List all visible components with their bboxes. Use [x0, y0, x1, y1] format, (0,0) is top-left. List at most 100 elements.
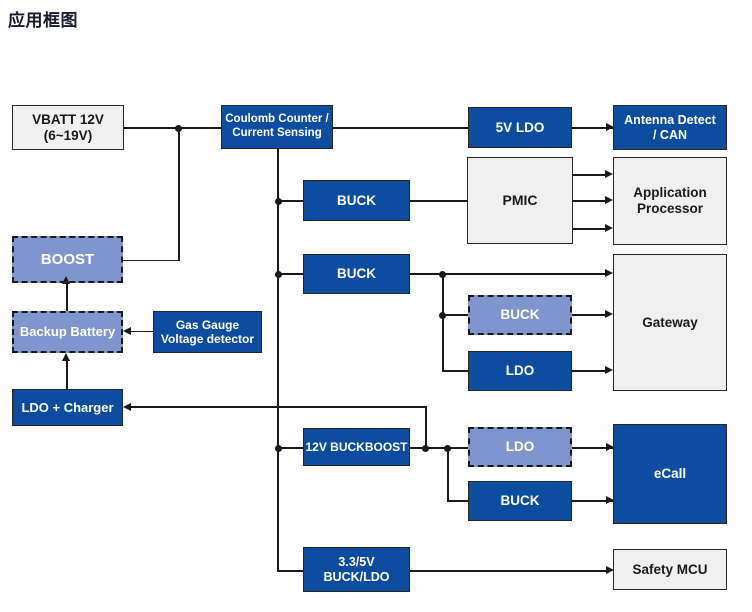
node-vbatt-line1: VBATT 12V: [32, 111, 104, 127]
node-antenna-detect-can[interactable]: Antenna Detect / CAN: [613, 105, 727, 150]
page-title: 应用框图: [8, 11, 78, 30]
arrow-battery-to-boost: [62, 276, 70, 284]
node-coulomb-counter-line2: Current Sensing: [232, 127, 322, 139]
wire-charger-to-battery: [66, 360, 68, 390]
wire-branch-to-buckgwsub: [442, 314, 469, 316]
wire-coulomb-to-5vldo: [333, 127, 469, 129]
node-ecall-label: eCall: [653, 466, 687, 482]
wire-boost-feed: [123, 259, 179, 262]
wire-branch-to-buck-ecall: [447, 500, 470, 502]
wire-feedback-left: [130, 406, 427, 408]
junction-buckboost: [274, 444, 282, 452]
node-application-processor-line1: Application: [633, 185, 707, 201]
junction-gateway-branch: [439, 270, 446, 278]
node-antenna-detect-line2: / CAN: [652, 127, 688, 142]
wire-buckldo-to-safetymcu: [410, 570, 610, 572]
node-gas-gauge-line1: Gas Gauge: [175, 317, 240, 332]
wire-gasgauge-to-battery: [130, 330, 155, 333]
node-ldo-charger-label: LDO + Charger: [21, 399, 114, 415]
wire-feedback-up: [425, 406, 427, 447]
wire-pmic-to-ap-3: [573, 228, 608, 230]
node-gateway-label: Gateway: [642, 314, 698, 330]
arrow-buckgwsub-to-gateway: [605, 310, 613, 318]
node-buck-gateway[interactable]: BUCK: [303, 254, 410, 294]
wire-vbatt-down-to-boost: [178, 127, 180, 261]
node-vbatt-line2: (6~19V): [43, 127, 93, 143]
arrow-ldogwsub-to-gateway: [605, 366, 613, 374]
node-ecall[interactable]: eCall: [613, 424, 727, 524]
wire-ldoecall-to-ecall: [571, 447, 613, 449]
wire-buckboost-out: [410, 447, 470, 449]
node-buckboost-12v-label: 12V BUCKBOOST: [305, 439, 408, 454]
arrow-feedback-to-charger: [123, 402, 131, 411]
node-safety-mcu[interactable]: Safety MCU: [613, 549, 727, 590]
node-buck-ecall-sub[interactable]: BUCK: [468, 481, 572, 521]
wire-buckgwsub-to-gateway: [571, 314, 608, 316]
wire-ecall-branch-down: [447, 447, 449, 501]
junction-ecall-branch: [444, 444, 451, 452]
node-ldo-charger[interactable]: LDO + Charger: [12, 389, 123, 426]
junction-buck-gateway: [274, 270, 282, 278]
junction-buckboost-out: [422, 444, 429, 452]
node-pmic[interactable]: PMIC: [467, 157, 573, 244]
node-ldo-gateway-sub-label: LDO: [505, 363, 535, 379]
node-buck-gateway-label: BUCK: [337, 266, 376, 282]
arrow-ldoecall-to-ecall: [606, 443, 614, 451]
node-buck-pmic-label: BUCK: [337, 192, 376, 208]
junction-buckgwsub: [439, 311, 446, 319]
arrow-gasgauge-to-battery: [123, 327, 131, 335]
arrow-buckgw-to-gateway: [605, 269, 613, 277]
wire-trunk-to-buck-gateway: [277, 273, 304, 275]
node-coulomb-counter[interactable]: Coulomb Counter / Current Sensing: [221, 105, 333, 149]
node-buck-ldo-33-5v-line1: 3.3/5V: [338, 554, 375, 569]
node-5v-ldo-label: 5V LDO: [495, 119, 545, 135]
junction-buck-pmic: [274, 197, 282, 205]
node-boost-label: BOOST: [40, 250, 95, 268]
arrow-buckldo-to-safetymcu: [606, 566, 614, 574]
wire-battery-to-boost: [66, 283, 68, 313]
node-antenna-detect-line1: Antenna Detect: [624, 112, 716, 127]
node-5v-ldo[interactable]: 5V LDO: [468, 107, 572, 148]
node-gateway[interactable]: Gateway: [613, 254, 727, 391]
node-gas-gauge-line2: Voltage detector: [160, 332, 255, 346]
node-vbatt[interactable]: VBATT 12V (6~19V): [12, 105, 124, 150]
wire-trunk-to-buckboost: [277, 447, 304, 449]
node-ldo-ecall-sub-label: LDO: [505, 439, 535, 455]
node-buck-gateway-sub-label: BUCK: [500, 307, 540, 323]
node-application-processor-line2: Processor: [636, 201, 704, 216]
wire-buck-to-pmic: [410, 200, 468, 202]
node-backup-battery[interactable]: Backup Battery: [12, 311, 123, 353]
wire-pmic-to-ap-1: [573, 174, 608, 176]
node-application-processor[interactable]: Application Processor: [613, 157, 727, 245]
node-backup-battery-label: Backup Battery: [19, 324, 116, 340]
wire-5vldo-to-antenna: [571, 127, 613, 129]
node-buck-ldo-33-5v-line2: BUCK/LDO: [323, 569, 390, 584]
wire-coulomb-trunk: [277, 148, 279, 572]
node-buckboost-12v[interactable]: 12V BUCKBOOST: [303, 428, 410, 466]
node-ldo-ecall-sub[interactable]: LDO: [468, 427, 572, 467]
wire-vbatt-to-coulomb: [124, 127, 222, 129]
arrow-pmic-to-ap-3: [605, 224, 613, 232]
wire-buckecall-to-ecall: [571, 500, 613, 502]
node-coulomb-counter-line1: Coulomb Counter /: [225, 113, 329, 126]
wire-ldogwsub-to-gateway: [571, 370, 608, 372]
node-safety-mcu-label: Safety MCU: [632, 561, 708, 577]
wire-trunk-to-buckldo: [277, 570, 304, 572]
wire-buckgw-to-gateway: [410, 273, 608, 275]
node-gas-gauge[interactable]: Gas Gauge Voltage detector: [153, 311, 262, 353]
node-ldo-gateway-sub[interactable]: LDO: [468, 351, 572, 391]
node-buck-pmic[interactable]: BUCK: [303, 180, 410, 221]
arrow-pmic-to-ap-2: [605, 196, 613, 204]
arrow-pmic-to-ap-1: [605, 170, 613, 178]
node-buck-gateway-sub[interactable]: BUCK: [468, 295, 572, 335]
node-pmic-label: PMIC: [502, 192, 538, 209]
node-buck-ecall-sub-label: BUCK: [500, 493, 540, 509]
arrow-charger-to-battery: [62, 353, 70, 361]
junction-vbatt: [175, 124, 182, 132]
node-buck-ldo-33-5v[interactable]: 3.3/5V BUCK/LDO: [303, 547, 410, 592]
arrow-buckecall-to-ecall: [606, 496, 614, 504]
wire-branch-to-ldogwsub: [442, 370, 469, 372]
wire-trunk-to-buck-pmic: [277, 200, 304, 202]
wire-pmic-to-ap-2: [573, 200, 608, 202]
